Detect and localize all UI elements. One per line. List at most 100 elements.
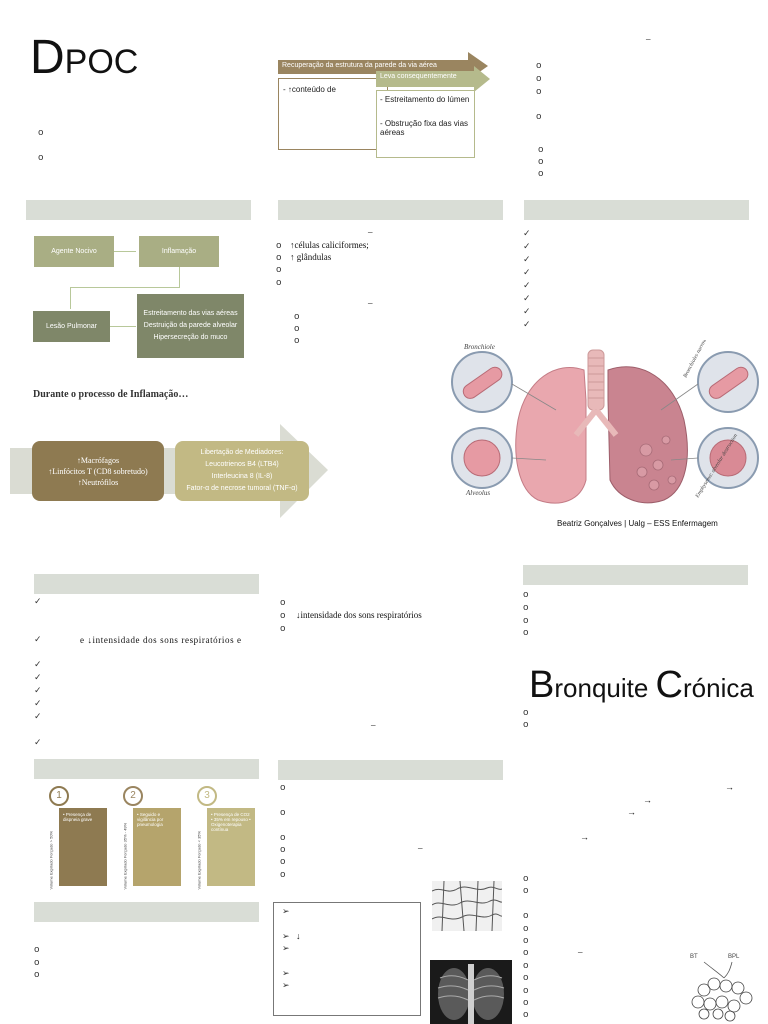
- col2-line-1: ↑células caliciformes;: [290, 240, 369, 250]
- bullet: o: [280, 783, 286, 793]
- flow-connector: [70, 287, 71, 309]
- check-icon: ✓: [523, 242, 531, 252]
- down-arrow: ↓: [296, 931, 301, 941]
- arrow-banner-1-text: Recuperação da estrutura da parede da vi…: [282, 62, 437, 69]
- section-bar: [523, 565, 748, 585]
- flow-result-line: Destruição da parede alveolar: [143, 322, 238, 329]
- bullet: o: [294, 336, 300, 346]
- bullet: o: [523, 590, 529, 600]
- flow-connector: [110, 326, 136, 327]
- flow-result-line: Hipersecreção do muco: [153, 334, 228, 341]
- mediators-line: Interleucina 8 (IL-8): [211, 473, 273, 480]
- symptoms-line: e ↓intensidade dos sons respiratórios e: [80, 635, 242, 645]
- arrow-bullet-icon: ➢: [282, 944, 290, 954]
- tissue-image: [432, 881, 502, 931]
- bullet: o: [523, 948, 529, 958]
- check-icon: ✓: [34, 660, 42, 670]
- bullet: o: [523, 874, 529, 884]
- credit: Beatriz Gonçalves | Ualg – ESS Enfermage…: [557, 519, 718, 528]
- bullet: o: [536, 112, 542, 122]
- bullet: o: [280, 845, 286, 855]
- bullet: o: [538, 145, 544, 155]
- section-bar: [524, 200, 749, 220]
- subtitle-b: B: [529, 664, 555, 706]
- flow-lesao-text: Lesão Pulmonar: [46, 323, 97, 330]
- flow-connector: [114, 251, 136, 252]
- bullet: o: [538, 157, 544, 167]
- check-icon: ✓: [34, 597, 42, 607]
- subtitle: Bronquite Crónica: [529, 664, 754, 707]
- bullet: o: [523, 973, 529, 983]
- dash-mark: –: [368, 298, 373, 308]
- bullet: o: [276, 253, 282, 263]
- right-line-2: - Obstrução fixa das vias aéreas: [380, 119, 469, 137]
- bullet: o: [280, 870, 286, 880]
- flow-connector: [179, 267, 180, 287]
- bullet: o: [523, 998, 529, 1008]
- stage-2: 2 Volume Expirado Forçado 35% - 49% • Se…: [118, 786, 186, 890]
- mediators-line: Leucotrienos B4 (LTB4): [205, 461, 279, 468]
- sketch-label-bpl: BPL: [728, 954, 740, 960]
- dash-mark: –: [368, 227, 373, 237]
- left-text-box: - ↑conteúdo de: [278, 78, 388, 150]
- arrow-list-box: ➢ ➢ ↓ ➢ ➢ ➢: [273, 902, 421, 1016]
- stage-1-box: • Presença de dispneia grave: [59, 808, 107, 886]
- cells-line: ↑Linfócitos T (CD8 sobretudo): [48, 466, 148, 476]
- bullet: o: [523, 911, 529, 921]
- bullet: o: [34, 945, 40, 955]
- xray-image: [430, 960, 512, 1024]
- stage-3-box: • Presença de CO2 • 35% em repouso • Oxi…: [207, 808, 255, 886]
- bullet: o: [280, 857, 286, 867]
- bullet: o: [523, 936, 529, 946]
- bullet: o: [280, 624, 286, 634]
- dash-mark: –: [371, 720, 376, 730]
- check-icon: ✓: [34, 673, 42, 683]
- check-icon: ✓: [34, 699, 42, 709]
- check-icon: ✓: [523, 294, 531, 304]
- flow-connector: [70, 287, 180, 288]
- check-icon: ✓: [34, 712, 42, 722]
- dash-mark: –: [646, 34, 651, 44]
- bullet: o: [538, 169, 544, 179]
- arrow-right-icon: →: [643, 795, 652, 805]
- section-bar: [34, 574, 259, 594]
- bullet: o: [276, 241, 282, 251]
- bullet: o: [523, 924, 529, 934]
- section-bar: [34, 759, 259, 779]
- bullet: o: [294, 312, 300, 322]
- stage-2-number: 2: [123, 786, 143, 806]
- bullet: o: [280, 611, 286, 621]
- bullet: o: [523, 986, 529, 996]
- section-bar: [278, 760, 503, 780]
- lung-illustration: Bronchiole Alveolus Bronchioles narrowed…: [451, 340, 759, 504]
- stage-1-side: Volume Expirado Forçado > 50%: [48, 830, 54, 890]
- stage-3-number: 3: [197, 786, 217, 806]
- check-icon: ✓: [523, 307, 531, 317]
- arrow-bullet-icon: ➢: [282, 932, 290, 942]
- flow-box-inflamacao: Inflamação: [139, 236, 219, 267]
- bullet: o: [280, 833, 286, 843]
- bullet: o: [523, 616, 529, 626]
- alveoli-sketch: BT BPL: [690, 954, 753, 1022]
- mediators-box: Libertação de Mediadores: Leucotrienos B…: [175, 441, 309, 501]
- bullet: o: [34, 958, 40, 968]
- bullet: o: [294, 324, 300, 334]
- arrow-right-icon: →: [580, 832, 589, 842]
- bullet: o: [34, 970, 40, 980]
- bullet: o: [38, 128, 44, 138]
- arrow-shape-2: [376, 66, 490, 92]
- lung-label-alveolus: Alveolus: [465, 489, 490, 497]
- subtitle-ronica: rónica: [683, 673, 754, 703]
- bullet: o: [523, 628, 529, 638]
- cells-line: ↑Macrófagos: [76, 455, 120, 465]
- bullet: o: [523, 1010, 529, 1020]
- section-bar: [278, 200, 503, 220]
- title-first-letter: D: [30, 31, 65, 84]
- section-bar: [34, 902, 259, 922]
- check-icon: ✓: [34, 686, 42, 696]
- flow-box-lesao: Lesão Pulmonar: [33, 311, 110, 342]
- left-text: - ↑conteúdo de: [283, 85, 336, 94]
- arrow-right-icon: →: [627, 807, 636, 817]
- stage-1: 1 Volume Expirado Forçado > 50% • Presen…: [44, 786, 112, 890]
- bullet: o: [280, 598, 286, 608]
